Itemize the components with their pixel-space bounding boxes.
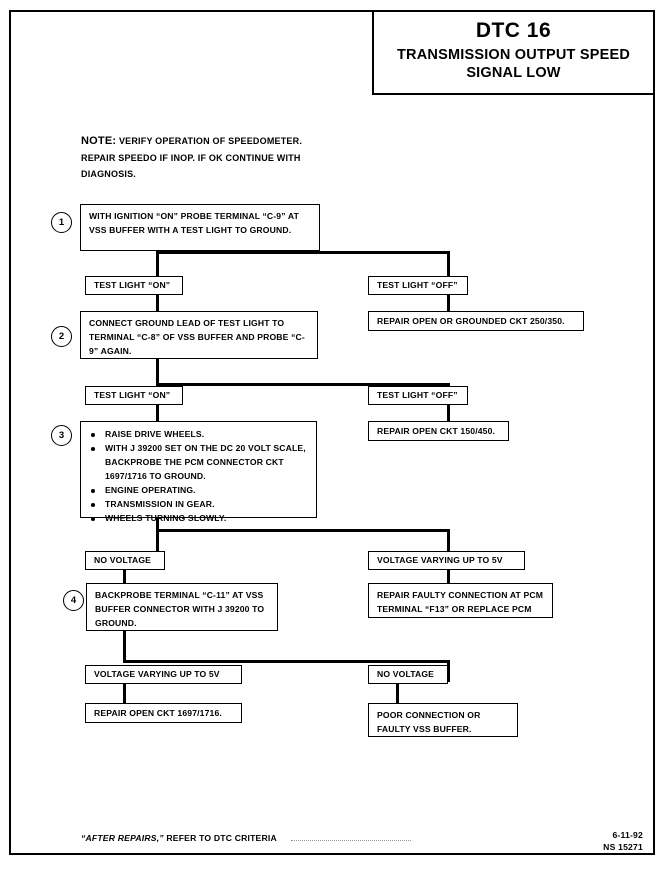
connector-step1-down bbox=[156, 251, 159, 278]
step-3-bullet-list: RAISE DRIVE WHEELS. WITH J 39200 SET ON … bbox=[89, 428, 309, 525]
step-3-bullet-3: ENGINE OPERATING. bbox=[89, 484, 309, 498]
step-number-2: 2 bbox=[51, 326, 72, 347]
connector-step3-down bbox=[156, 518, 159, 554]
connector-branch2-horizontal bbox=[156, 383, 450, 386]
note-label: NOTE: bbox=[81, 135, 117, 147]
branch-3-right-label: VOLTAGE VARYING UP TO 5V bbox=[368, 551, 525, 570]
step-3-bullet-4: TRANSMISSION IN GEAR. bbox=[89, 498, 309, 512]
connector-branch2-right-to-result2 bbox=[447, 405, 450, 422]
footer-date: 6-11-92 bbox=[612, 830, 643, 840]
dtc-code: DTC 16 bbox=[475, 19, 552, 42]
connector-branch1-right-to-result1 bbox=[447, 295, 450, 312]
connector-branch4-horizontal bbox=[123, 660, 450, 663]
step-3-bullet-2: WITH J 39200 SET ON THE DC 20 VOLT SCALE… bbox=[89, 442, 309, 484]
result-4-box: REPAIR OPEN CKT 1697/1716. bbox=[85, 703, 242, 723]
connector-branch1-horizontal bbox=[156, 251, 450, 254]
connector-branch3-horizontal bbox=[156, 529, 450, 532]
result-2-box: REPAIR OPEN CKT 150/450. bbox=[368, 421, 509, 441]
step-3-bullet-5: WHEELS TURNING SLOWLY. bbox=[89, 512, 309, 526]
connector-branch4-right-to-result5 bbox=[396, 684, 399, 704]
branch-4-left-label: VOLTAGE VARYING UP TO 5V bbox=[85, 665, 242, 684]
dtc-subtitle-line1: TRANSMISSION OUTPUT SPEED bbox=[397, 47, 630, 64]
step-number-3: 3 bbox=[51, 425, 72, 446]
branch-1-right-label: TEST LIGHT “OFF” bbox=[368, 276, 468, 295]
result-5-box: POOR CONNECTION OR FAULTY VSS BUFFER. bbox=[368, 703, 518, 737]
footer-after-repairs: “AFTER REPAIRS,” REFER TO DTC CRITERIA bbox=[81, 833, 277, 843]
step-number-4: 4 bbox=[63, 590, 84, 611]
step-1-box: WITH IGNITION “ON” PROBE TERMINAL “C-9” … bbox=[80, 204, 320, 251]
step-4-box: BACKPROBE TERMINAL “C-11” AT VSS BUFFER … bbox=[86, 583, 278, 631]
branch-4-right-label: NO VOLTAGE bbox=[368, 665, 448, 684]
branch-2-right-label: TEST LIGHT “OFF” bbox=[368, 386, 468, 405]
note-line3: DIAGNOSIS. bbox=[81, 169, 137, 179]
refer-criteria-text: REFER TO DTC CRITERIA bbox=[163, 833, 277, 843]
connector-branch3-right-down bbox=[447, 529, 450, 551]
step-3-bullet-1: RAISE DRIVE WHEELS. bbox=[89, 428, 309, 442]
note-line2: REPAIR SPEEDO IF INOP. IF OK CONTINUE WI… bbox=[81, 153, 301, 164]
connector-branch4-left-to-result4 bbox=[123, 684, 126, 704]
connector-branch3-right-to-result3 bbox=[447, 570, 450, 585]
result-1-box: REPAIR OPEN OR GROUNDED CKT 250/350. bbox=[368, 311, 584, 331]
footer-document-info: 6-11-92 NS 15271 bbox=[603, 829, 643, 854]
result-3-box: REPAIR FAULTY CONNECTION AT PCM TERMINAL… bbox=[368, 583, 553, 618]
dtc-subtitle-line2: SIGNAL LOW bbox=[466, 64, 561, 81]
connector-branch3-left-to-step4 bbox=[123, 570, 126, 585]
connector-branch1-right-down bbox=[447, 251, 450, 278]
step-3-box: RAISE DRIVE WHEELS. WITH J 39200 SET ON … bbox=[80, 421, 317, 523]
step-2-box: CONNECT GROUND LEAD OF TEST LIGHT TO TER… bbox=[80, 311, 318, 359]
title-block: DTC 16 TRANSMISSION OUTPUT SPEED SIGNAL … bbox=[372, 10, 655, 95]
connector-step2-down bbox=[156, 359, 159, 386]
connector-step4-down bbox=[123, 631, 126, 663]
note-block: NOTE: VERIFY OPERATION OF SPEEDOMETER. R… bbox=[81, 132, 356, 183]
footer-doc-id: NS 15271 bbox=[603, 842, 643, 853]
note-line1: VERIFY OPERATION OF SPEEDOMETER. bbox=[118, 136, 303, 146]
after-repairs-text: “AFTER REPAIRS,” bbox=[81, 833, 164, 843]
connector-branch1-left-to-step2 bbox=[156, 295, 159, 312]
connector-branch4-right-down bbox=[447, 660, 450, 682]
footer-dotted-rule bbox=[291, 840, 411, 842]
branch-3-left-label: NO VOLTAGE bbox=[85, 551, 165, 570]
branch-2-left-label: TEST LIGHT “ON” bbox=[85, 386, 183, 405]
connector-branch2-left-to-step3 bbox=[156, 405, 159, 422]
page-border bbox=[9, 10, 655, 855]
step-number-1: 1 bbox=[51, 212, 72, 233]
branch-1-left-label: TEST LIGHT “ON” bbox=[85, 276, 183, 295]
